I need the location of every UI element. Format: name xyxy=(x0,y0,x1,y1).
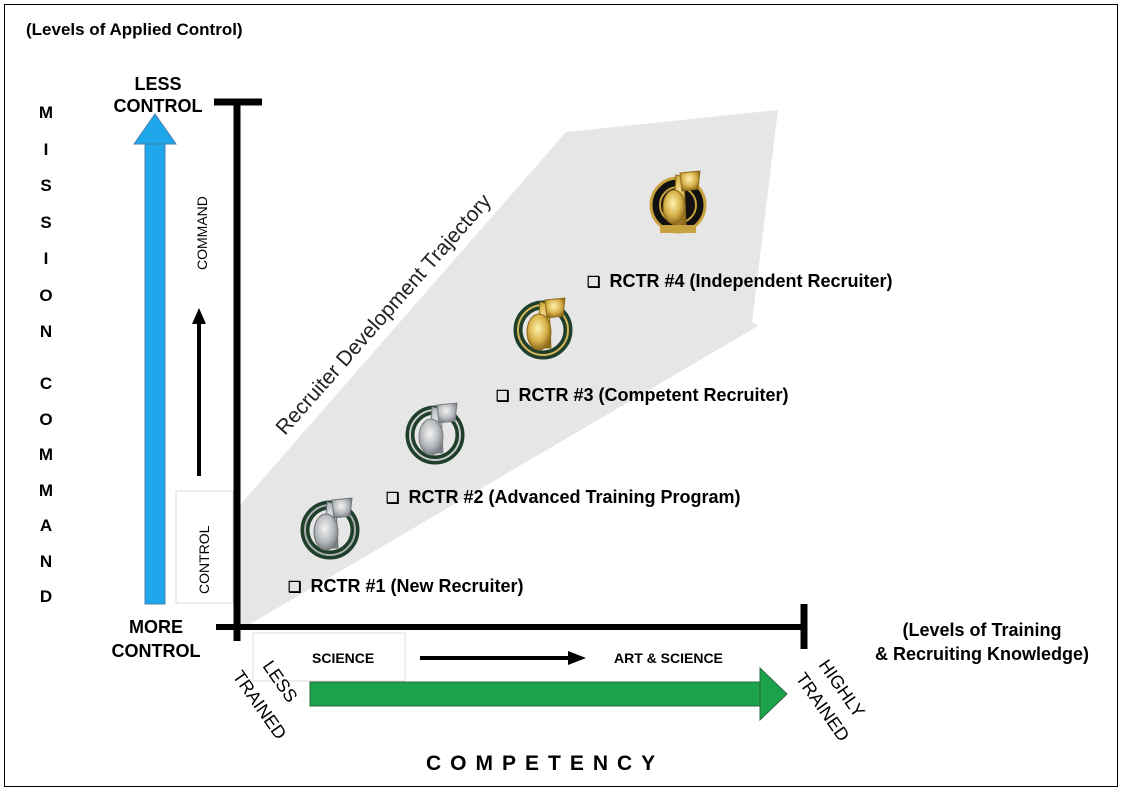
mission-label: M I S S I O N xyxy=(38,103,54,341)
stage-1-label: ❑RCTR #1 (New Recruiter) xyxy=(288,576,524,596)
competency-arrow xyxy=(309,666,788,722)
training-levels-label: (Levels of Training & Recruiting Knowled… xyxy=(874,620,1089,664)
master-recruiter-badge-icon xyxy=(649,170,707,234)
recruiter-badge-silver-icon xyxy=(300,497,360,560)
control-to-command-arrow xyxy=(192,308,206,476)
science-to-art-arrow xyxy=(420,651,586,665)
checkbox-bullet-icon: ❑ xyxy=(587,274,601,291)
competency-title: COMPETENCY xyxy=(426,752,665,775)
stage-4-label: ❑RCTR #4 (Independent Recruiter) xyxy=(587,271,893,291)
checkbox-bullet-icon: ❑ xyxy=(496,388,510,405)
stage-2-label: ❑RCTR #2 (Advanced Training Program) xyxy=(386,487,741,507)
recruiter-badge-gold-icon xyxy=(513,297,573,360)
control-label: CONTROL xyxy=(196,525,212,594)
applied-control-label: (Levels of Applied Control) xyxy=(26,20,243,39)
checkbox-bullet-icon: ❑ xyxy=(386,490,400,507)
science-label-box xyxy=(252,632,406,682)
highly-trained-label: HIGHLY TRAINED xyxy=(792,656,869,745)
art-science-label: ART & SCIENCE xyxy=(614,650,723,666)
recruiter-badge-silver-icon xyxy=(405,402,465,465)
control-label-box xyxy=(175,490,234,604)
checkbox-bullet-icon: ❑ xyxy=(288,579,302,596)
stage-3-label: ❑RCTR #3 (Competent Recruiter) xyxy=(496,385,789,405)
less-control-label: LESS CONTROL xyxy=(113,74,203,116)
more-control-label: MORE CONTROL xyxy=(111,617,201,661)
command-label: COMMAND xyxy=(194,196,210,270)
command-title-label: C O M M A N D xyxy=(38,374,54,606)
mission-command-arrow xyxy=(133,113,177,605)
science-label: SCIENCE xyxy=(312,650,375,666)
trajectory-arrow xyxy=(240,110,778,627)
